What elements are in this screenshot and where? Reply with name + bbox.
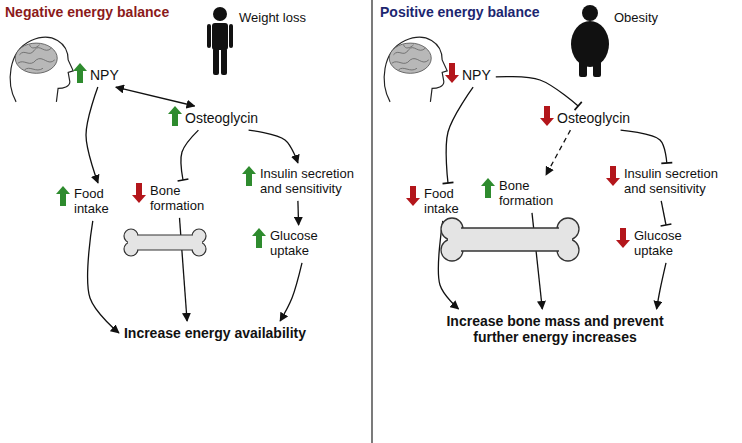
obese-figure [571,5,609,77]
factor-text: Insulin secretion and sensitivity [258,166,372,198]
arrow-line [249,130,298,163]
node-text: NPY [90,67,119,83]
increase-arrow [252,228,266,248]
node-text: Food intake [424,187,472,217]
bone-illustration [441,218,579,261]
increase-arrow [242,166,256,186]
inhibition-line [661,201,666,225]
arrow-line [180,218,188,321]
brain-icon [384,37,447,102]
increase-arrow [168,106,182,126]
increase-arrow [73,63,87,83]
factor-text: Food intake [72,186,124,218]
factor-text: Glucose uptake [632,228,700,260]
thin-figure [207,7,233,75]
panel-divider [371,0,372,443]
factor-text: Insulin secretion and sensitivity [622,166,734,198]
node-text: Insulin secretion and sensitivity [624,167,732,197]
node-text: Food intake [74,187,122,217]
decrease-arrow [406,186,420,206]
node-text: NPY [462,67,491,83]
arrow-line [86,87,98,183]
node-text: Glucose uptake [634,229,698,259]
increase-arrow [481,178,495,198]
decrease-arrow [132,183,146,203]
arrow-line [88,221,119,333]
panel-title: Negative energy balance [5,4,169,20]
arrow-line [280,263,302,321]
decrease-arrow [616,228,630,248]
decrease-arrow [606,166,620,186]
increase-arrow [56,186,70,206]
brain-icon [10,37,73,102]
factor-text: Food intake [422,186,474,218]
node-text: Glucose uptake [270,229,334,259]
figure-label: Weight loss [239,10,306,25]
bone-illustration [124,229,206,256]
inhibition-line [181,130,198,180]
node-text: Osteoglycin [185,110,258,126]
factor-text: Osteoglycin [555,109,632,127]
arrow-line [546,130,570,175]
arrow-line [532,213,542,309]
factor-text: NPY [88,66,121,84]
factor-text: NPY [460,66,493,84]
figure-label: Obesity [614,10,658,25]
node-text: Increase bone mass and prevent further e… [430,313,680,345]
factor-text: Bone formation [148,183,218,215]
node-text: Bone formation [150,184,216,214]
panel-title: Positive energy balance [380,4,540,20]
inhibition-line [621,130,667,163]
inhibition-line [446,87,473,183]
outcome-text: Increase bone mass and prevent further e… [428,312,682,346]
node-text: Increase energy availability [124,325,306,341]
node-text: Bone formation [499,179,565,209]
decrease-arrow [540,106,554,126]
factor-text: Bone formation [497,178,567,210]
node-text: Insulin secretion and sensitivity [260,167,370,197]
outcome-text: Increase energy availability [122,324,308,342]
node-text: Osteoglycin [557,110,630,126]
factor-text: Glucose uptake [268,228,336,260]
inhibition-line [496,77,578,106]
factor-text: Osteoglycin [183,109,260,127]
arrow-line [116,87,195,106]
arrow-line [297,201,299,225]
decrease-arrow [445,63,459,83]
arrow-line [657,263,666,309]
